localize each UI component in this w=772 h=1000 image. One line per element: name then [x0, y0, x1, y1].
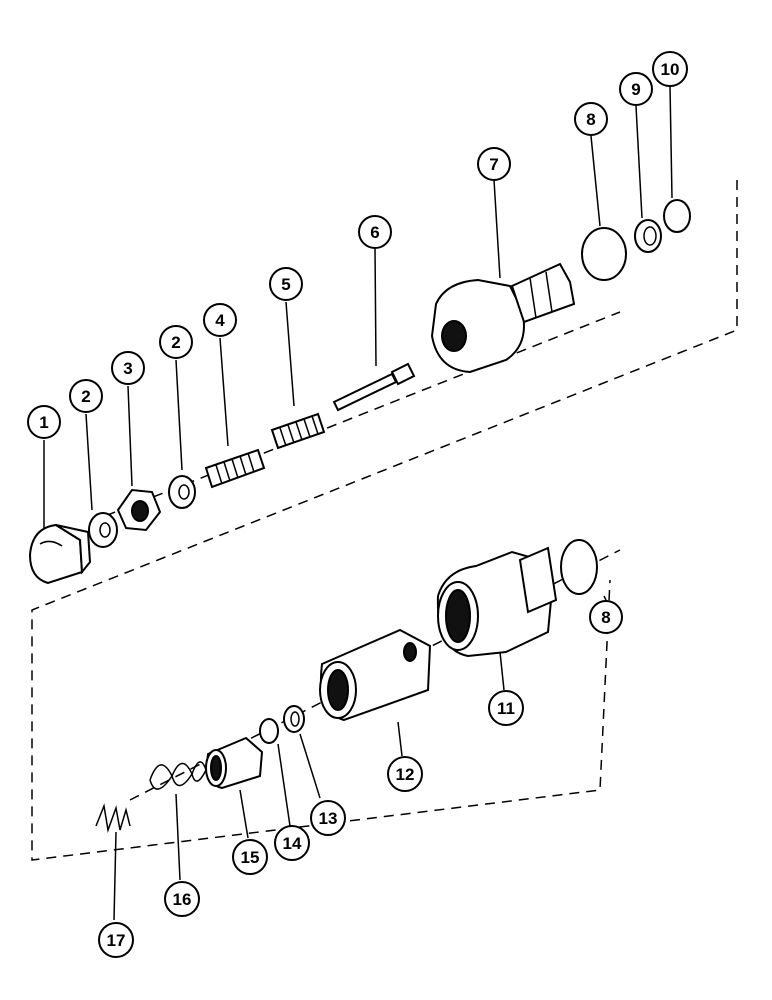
callout-11: 11 — [488, 690, 524, 726]
callout-6: 6 — [358, 215, 392, 249]
part-14-o-ring — [259, 718, 279, 744]
callout-9-label: 9 — [631, 80, 640, 99]
callout-17-label: 17 — [107, 931, 126, 950]
callout-2-left-label: 2 — [81, 387, 90, 406]
part-13-washer — [283, 705, 305, 733]
callout-13-label: 13 — [319, 809, 338, 828]
part-17-small-spring — [95, 803, 131, 833]
callout-7-label: 7 — [489, 155, 498, 174]
callout-5: 5 — [269, 267, 303, 301]
leader-lines — [43, 85, 673, 921]
part-4-adjusting-screw — [204, 448, 266, 489]
callout-2-left: 2 — [69, 379, 103, 413]
part-15-piston — [205, 736, 264, 790]
part-12-spool — [319, 628, 432, 722]
callout-5-label: 5 — [281, 275, 290, 294]
callout-16-label: 16 — [173, 890, 192, 909]
part-11-housing — [436, 546, 558, 658]
part-2-washer-right — [168, 475, 196, 509]
callout-1-label: 1 — [39, 413, 48, 432]
callout-7: 7 — [477, 147, 511, 181]
callout-12: 12 — [387, 756, 423, 792]
part-3-hex-nut — [116, 488, 162, 532]
callout-15-label: 15 — [241, 848, 260, 867]
part-8-o-ring-lower — [560, 539, 598, 595]
callout-8-lower-label: 8 — [601, 608, 610, 627]
callout-8-upper: 8 — [574, 102, 608, 136]
callout-6-label: 6 — [370, 223, 379, 242]
callout-15: 15 — [232, 839, 268, 875]
part-9-washer — [634, 219, 662, 253]
callout-2-right: 2 — [159, 325, 193, 359]
callout-14: 14 — [274, 825, 310, 861]
part-10-o-ring — [663, 199, 691, 233]
callout-3: 3 — [111, 351, 145, 385]
callout-3-label: 3 — [123, 359, 132, 378]
part-5-spring — [270, 412, 326, 450]
callout-14-label: 14 — [283, 834, 302, 853]
part-2-washer-left — [88, 512, 118, 548]
callout-9: 9 — [619, 72, 653, 106]
callout-10-label: 10 — [661, 60, 680, 79]
part-1-cap-nut — [28, 523, 92, 585]
part-7-valve-body — [430, 262, 576, 374]
callout-12-label: 12 — [396, 765, 415, 784]
callout-8-upper-label: 8 — [586, 110, 595, 129]
part-6-pin — [332, 362, 416, 412]
part-8-o-ring-upper — [581, 227, 627, 281]
callout-10: 10 — [652, 51, 688, 87]
callout-2-right-label: 2 — [171, 333, 180, 352]
callouts: 1 2 3 2 4 5 6 7 — [27, 51, 688, 958]
callout-13: 13 — [310, 800, 346, 836]
callout-1: 1 — [27, 405, 61, 439]
callout-8-lower: 8 — [589, 600, 623, 634]
callout-11-label: 11 — [497, 699, 515, 718]
callout-4-label: 4 — [215, 311, 225, 330]
callout-16: 16 — [164, 881, 200, 917]
callout-17: 17 — [98, 922, 134, 958]
part-16-large-spring — [149, 761, 207, 790]
callout-4: 4 — [203, 303, 237, 337]
